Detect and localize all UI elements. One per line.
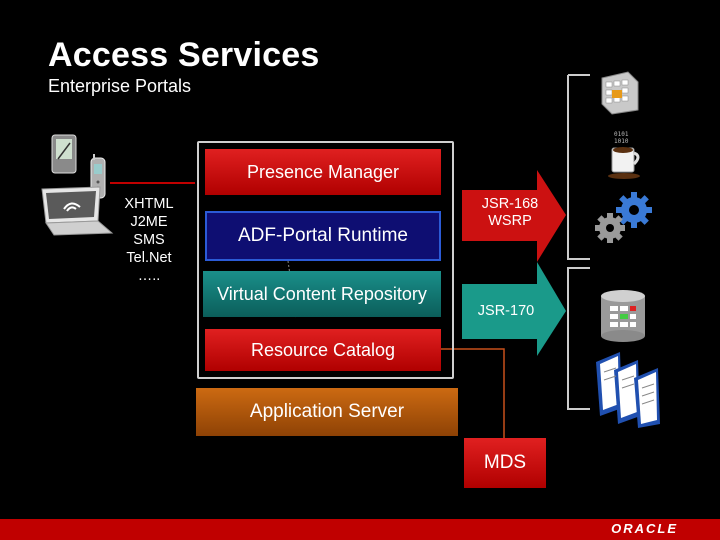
footer-bar — [0, 519, 720, 540]
resource-catalog-box: Resource Catalog — [205, 329, 441, 371]
java-cup-icon: 0101 1010 — [608, 131, 640, 179]
adf-portal-runtime-box: ADF-Portal Runtime — [205, 211, 441, 261]
database-icon — [601, 290, 645, 342]
svg-text:0101: 0101 — [614, 131, 629, 138]
protocol-j2me: J2ME — [130, 214, 168, 230]
svg-text:1010: 1010 — [614, 138, 629, 145]
jsr168-label-line2: WSRP — [488, 213, 532, 229]
server-grid-icon — [601, 71, 639, 115]
protocol-more: ….. — [137, 268, 161, 284]
documents-icon — [596, 352, 660, 428]
presence-manager-box: Presence Manager — [205, 149, 441, 195]
portal-container — [197, 141, 454, 379]
jsr170-arrow — [462, 262, 566, 356]
protocol-xhtml: XHTML — [124, 196, 174, 212]
gears-icon — [595, 192, 652, 243]
jsr168-label: JSR-168 WSRP — [470, 196, 550, 230]
protocol-sms: SMS — [133, 232, 165, 248]
application-server-box: Application Server — [196, 388, 458, 436]
jsr168-arrow — [462, 170, 566, 262]
oracle-logo: ORACLE — [611, 521, 678, 536]
jsr170-label: JSR-170 — [477, 303, 535, 319]
page-title: Access Services — [48, 36, 320, 74]
virtual-content-repository-box: Virtual Content Repository — [203, 271, 441, 317]
mds-box: MDS — [464, 438, 546, 488]
jsr168-label-line1: JSR-168 — [481, 196, 539, 212]
pda-icon — [51, 134, 77, 174]
protocol-telnet: Tel.Net — [126, 250, 172, 266]
page-subtitle: Enterprise Portals — [48, 76, 192, 96]
laptop-wifi-icon — [41, 186, 114, 236]
